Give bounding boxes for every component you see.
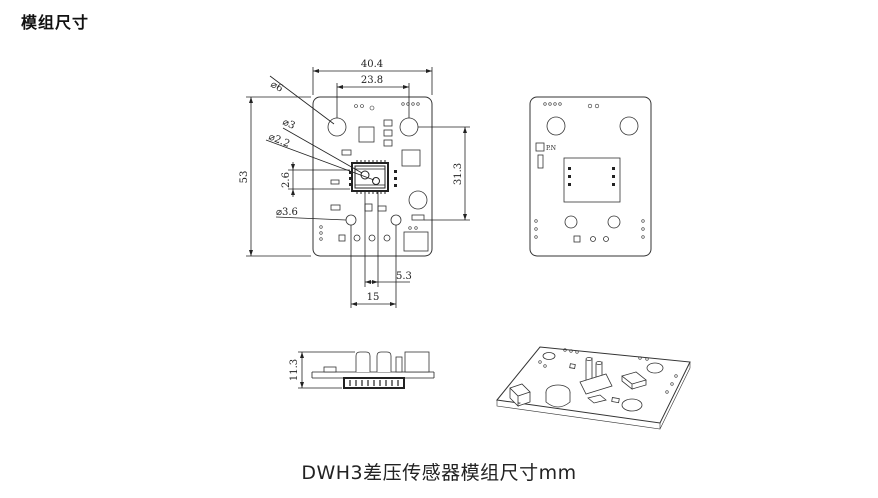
back-center-chip (563, 157, 621, 203)
upper-chip (358, 126, 375, 143)
dim-label-2-6: 2.6 (281, 172, 292, 188)
side-connector (404, 351, 430, 373)
dim-label-40-4: 40.4 (361, 59, 383, 70)
dim-label-11-3: 11.3 (289, 359, 300, 381)
figure-caption: DWH3差压传感器模组尺寸mm (301, 462, 577, 484)
dim-53: 53 (239, 96, 311, 257)
dim-15: 15 (350, 225, 397, 308)
label-dia-3: ⌀3 (281, 117, 297, 132)
bottom-pads (319, 225, 429, 252)
top-pads (354, 102, 420, 111)
front-view: 40.4 23.8 53 31.3 ⌀6 (239, 59, 470, 308)
dim-23-8: 23.8 (336, 75, 410, 118)
label-dia-2-2: ⌀2.2 (267, 132, 291, 150)
dim-label-53: 53 (239, 171, 250, 184)
leader-dia-3: ⌀3 (281, 117, 363, 174)
page-title: 模组尺寸 (21, 13, 90, 32)
dim-40-4: 40.4 (312, 59, 433, 95)
label-dia-6: ⌀6 (269, 79, 285, 95)
dim-2-6: 2.6 (281, 162, 350, 197)
iso-chip (621, 371, 647, 390)
leader-dia-6: ⌀6 (269, 75, 335, 125)
isometric-view (496, 346, 691, 430)
back-label-pn: P.N (546, 145, 556, 152)
back-view: P.N (529, 96, 652, 257)
back-hole-right (619, 116, 639, 136)
back-hole-bottom-left (564, 215, 578, 229)
side-view: 11.3 (289, 351, 435, 389)
mount-hole-left (327, 117, 347, 137)
nozzle-left (355, 351, 371, 372)
dim-31-3: 31.3 (418, 126, 470, 221)
dim-label-5-3: 5.3 (396, 271, 412, 282)
mount-hole-right (399, 117, 419, 137)
bottom-hole-right (390, 214, 402, 226)
dim-label-15: 15 (367, 292, 380, 303)
back-hole-left (546, 116, 566, 136)
nozzle-right (376, 351, 392, 372)
port-circle (408, 190, 428, 210)
regulator-block (401, 149, 421, 167)
pressure-sensor-front (351, 160, 389, 194)
dim-label-31-3: 31.3 (453, 163, 464, 185)
dim-5-3: 5.3 (364, 190, 412, 287)
label-dia-3-6: ⌀3.6 (276, 207, 298, 218)
dim-label-23-8: 23.8 (361, 75, 383, 86)
leader-dia-3-6: ⌀3.6 (275, 207, 347, 221)
connector-block (403, 231, 429, 252)
bottom-hole-left (345, 214, 357, 226)
back-hole-bottom-right (607, 215, 621, 229)
